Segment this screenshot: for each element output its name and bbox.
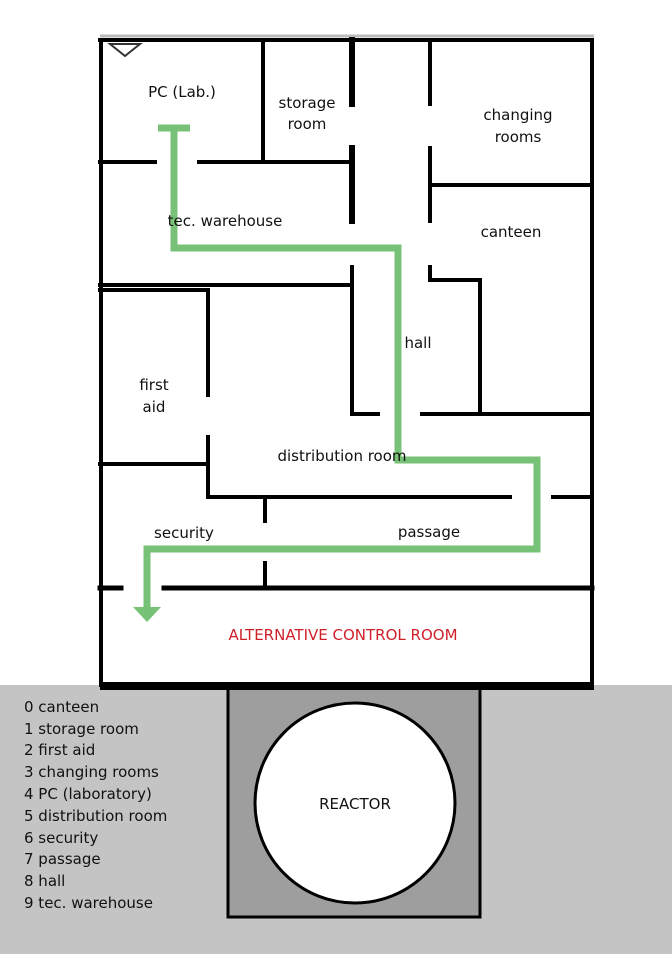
legend-item: 2 first aid (24, 741, 95, 759)
label-alternative-control-room: ALTERNATIVE CONTROL ROOM (228, 626, 457, 644)
label-pc-lab: PC (Lab.) (148, 83, 216, 101)
legend-item: 5 distribution room (24, 807, 167, 825)
legend-item: 7 passage (24, 850, 101, 868)
legend-item: 1 storage room (24, 720, 139, 738)
label-passage: passage (398, 523, 460, 541)
label-storage-room-2: room (288, 115, 327, 133)
legend-item: 0 canteen (24, 698, 99, 716)
escape-route (133, 124, 541, 622)
label-first-aid-1: first (139, 376, 168, 394)
label-changing-rooms-2: rooms (495, 128, 542, 146)
legend-item: 9 tec. warehouse (24, 894, 153, 912)
walls (97, 34, 595, 690)
legend-item: 3 changing rooms (24, 763, 159, 781)
legend-item: 6 security (24, 829, 98, 847)
label-hall: hall (404, 334, 431, 352)
pc-marker-icon (107, 43, 143, 58)
label-reactor: REACTOR (319, 795, 391, 813)
legend-item: 4 PC (laboratory) (24, 785, 152, 803)
label-storage-room-1: storage (279, 94, 336, 112)
reactor-vessel (253, 701, 457, 905)
label-distribution-room: distribution room (277, 447, 406, 465)
label-changing-rooms-1: changing (483, 106, 552, 124)
route-arrow-icon (133, 607, 161, 622)
legend-item: 8 hall (24, 872, 65, 890)
room-legend: 0 canteen 1 storage room 2 first aid 3 c… (24, 698, 167, 912)
label-canteen: canteen (481, 223, 542, 241)
label-first-aid-2: aid (143, 398, 166, 416)
label-tec-warehouse: tec. warehouse (168, 212, 283, 230)
label-security: security (154, 524, 214, 542)
